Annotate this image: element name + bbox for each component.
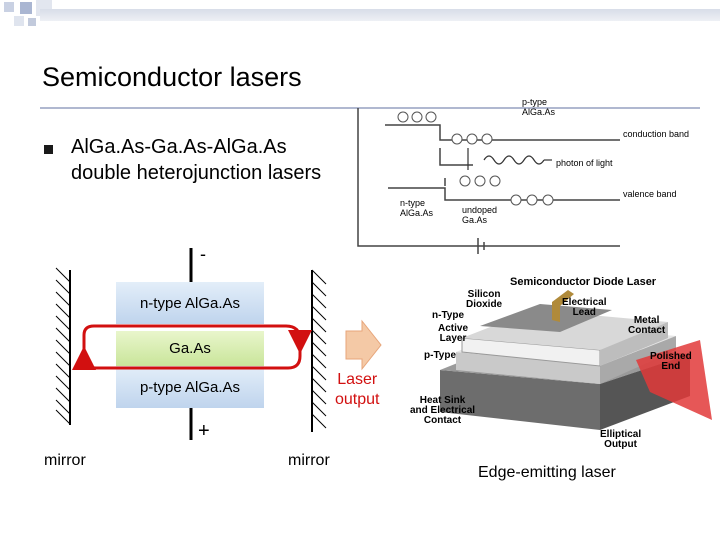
band-ntype-label: n-type AlGa.As	[400, 198, 434, 218]
light-path-arrow-right	[82, 324, 312, 354]
output-arrow	[345, 319, 382, 371]
layer-p-type: p-type AlGa.As	[116, 366, 264, 408]
layer-n-type-label: n-type AlGa.As	[139, 294, 241, 312]
slide-title: Semiconductor lasers	[42, 62, 302, 92]
p-type-label: p-Type	[424, 350, 457, 361]
photon-label: photon of light	[556, 158, 613, 168]
band-diagram	[357, 108, 620, 254]
device-title: Semiconductor Diode Laser	[510, 276, 657, 288]
layer-n-type: n-type AlGa.As	[116, 282, 264, 324]
mirror-right-label: mirror	[288, 452, 330, 469]
minus-terminal: -	[200, 244, 206, 264]
plus-terminal: +	[198, 420, 210, 442]
metal-contact-label: Metal Contact	[628, 315, 666, 336]
diode-laser-device	[440, 290, 712, 430]
photon-wave	[483, 155, 545, 165]
layer-p-type-label: p-type AlGa.As	[139, 378, 241, 396]
valence-band-label: valence band	[623, 189, 677, 199]
electrical-lead-label: Electrical Lead	[562, 297, 607, 318]
laser-output-label: Laser output	[335, 371, 380, 408]
band-carriers	[397, 111, 554, 206]
light-path-arrow-left	[72, 346, 302, 370]
title-divider	[40, 107, 700, 109]
right-mirror	[311, 269, 327, 432]
silicon-dioxide-label: Silicon Dioxide	[466, 289, 503, 310]
polished-end-label: Polished End	[650, 351, 692, 372]
left-mirror	[55, 267, 71, 425]
layer-active-label: Ga.As	[169, 340, 211, 357]
heat-sink-label: Heat Sink and Electrical Contact	[410, 395, 476, 426]
title-bar-decoration	[40, 9, 720, 21]
mirror-left-label: mirror	[44, 452, 86, 469]
active-layer-label: Active Layer	[438, 323, 469, 344]
n-type-label: n-Type	[432, 310, 465, 321]
elliptical-output-label: Elliptical Output	[600, 429, 642, 450]
bullet-marker	[44, 145, 53, 154]
band-ptype-label: p-type AlGa.As	[522, 97, 556, 117]
device-caption: Edge-emitting laser	[478, 464, 616, 481]
band-undoped-label: undoped Ga.As	[462, 205, 498, 225]
bullet-text: AlGa.As-Ga.As-AlGa.As double heterojunct…	[71, 136, 322, 184]
conduction-band-label: conduction band	[623, 129, 690, 139]
layer-active: Ga.As	[116, 331, 264, 366]
